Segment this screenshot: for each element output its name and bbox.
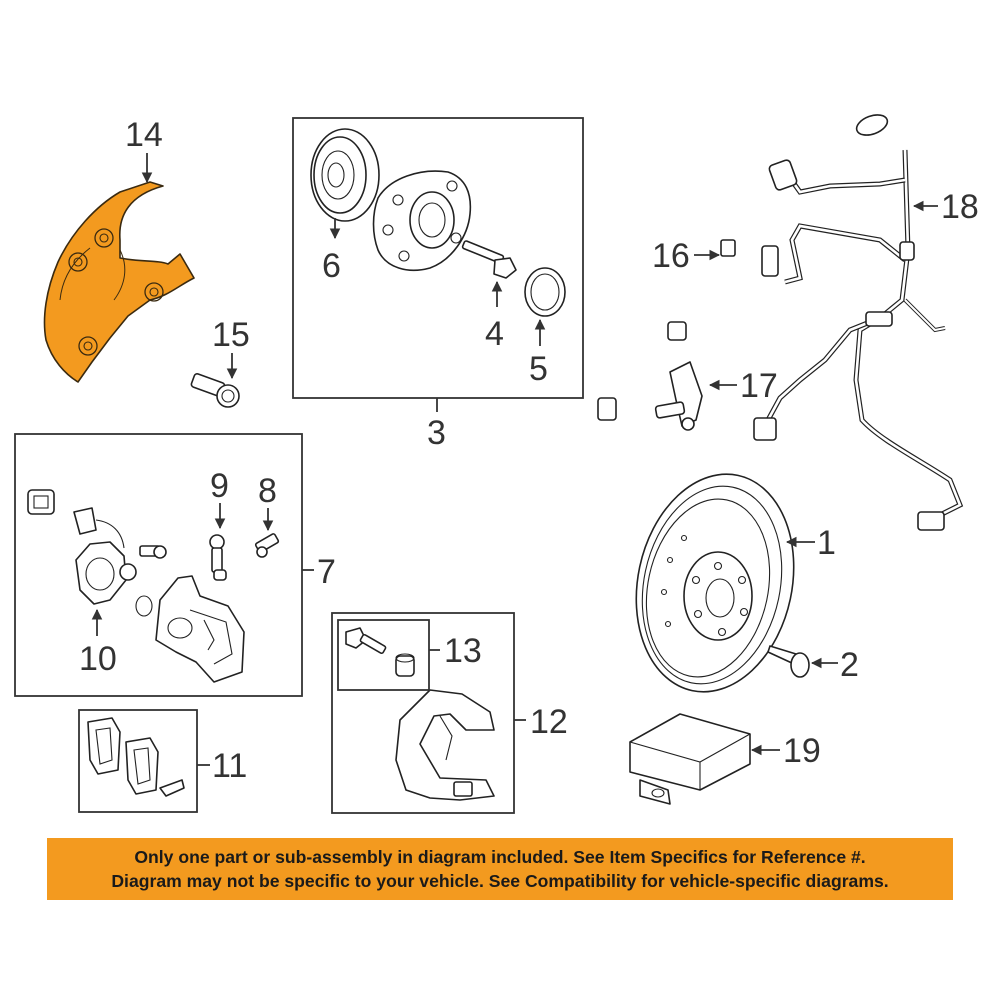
caliper-housing-part[interactable] bbox=[155, 575, 245, 683]
callout-18: 18 bbox=[941, 188, 979, 226]
callout-15: 15 bbox=[212, 316, 250, 354]
group-box-12 bbox=[331, 612, 515, 814]
callout-4: 4 bbox=[485, 315, 504, 353]
callout-6: 6 bbox=[322, 247, 341, 285]
callout-14: 14 bbox=[125, 116, 163, 154]
callout-19: 19 bbox=[783, 732, 821, 770]
callout-16: 16 bbox=[652, 237, 690, 275]
callout-8: 8 bbox=[258, 472, 277, 510]
callout-17: 17 bbox=[740, 367, 778, 405]
group-box-3 bbox=[292, 117, 584, 399]
callout-11: 11 bbox=[212, 747, 247, 785]
caliper-motor-part-10[interactable] bbox=[73, 507, 137, 605]
caliper-bracket-part-12[interactable] bbox=[395, 689, 495, 801]
bleeder-screw-part-8[interactable] bbox=[254, 533, 280, 558]
callout-2: 2 bbox=[840, 646, 859, 684]
callout-9: 9 bbox=[210, 467, 229, 505]
connector-clip bbox=[27, 489, 55, 515]
guide-bolts-part-13[interactable] bbox=[345, 627, 415, 677]
hub-bolt-part-4[interactable] bbox=[461, 240, 517, 279]
disclaimer-banner: Only one part or sub-assembly in diagram… bbox=[47, 838, 953, 900]
brake-rotor-part-1[interactable] bbox=[617, 459, 813, 706]
guide-pin-part-9[interactable] bbox=[209, 534, 227, 581]
wheel-hub-part[interactable] bbox=[372, 170, 472, 272]
disclaimer-line-2: Diagram may not be specific to your vehi… bbox=[111, 871, 889, 891]
control-module-part-19[interactable] bbox=[629, 713, 751, 805]
callout-1: 1 bbox=[817, 524, 836, 562]
splash-shield-shape bbox=[43, 181, 195, 383]
callout-10: 10 bbox=[79, 640, 117, 678]
wiring-harness-part-18[interactable] bbox=[753, 111, 964, 531]
group-box-7 bbox=[14, 433, 303, 697]
callout-3: 3 bbox=[427, 414, 446, 452]
splash-shield-bolt-holes bbox=[68, 228, 164, 356]
callout-13: 13 bbox=[444, 632, 482, 670]
brake-pads-part-11[interactable] bbox=[87, 717, 185, 797]
group-box-11 bbox=[78, 709, 198, 813]
callout-12: 12 bbox=[530, 703, 568, 741]
rotor-screw-part-2[interactable] bbox=[767, 645, 810, 678]
bolt-part-15[interactable] bbox=[190, 372, 240, 408]
speed-sensor-part-17[interactable] bbox=[654, 361, 703, 431]
splash-shield-part-14[interactable] bbox=[43, 181, 195, 383]
callout-7: 7 bbox=[317, 553, 336, 591]
o-ring bbox=[135, 595, 153, 617]
caliper-bolt bbox=[139, 545, 167, 559]
group-box-13 bbox=[337, 619, 430, 691]
brake-hose-part-16[interactable] bbox=[597, 239, 736, 421]
dust-cap-part-5[interactable] bbox=[524, 267, 566, 317]
wheel-bearing-part-6[interactable] bbox=[310, 128, 380, 222]
callout-5: 5 bbox=[529, 350, 548, 388]
disclaimer-line-1: Only one part or sub-assembly in diagram… bbox=[134, 847, 866, 867]
